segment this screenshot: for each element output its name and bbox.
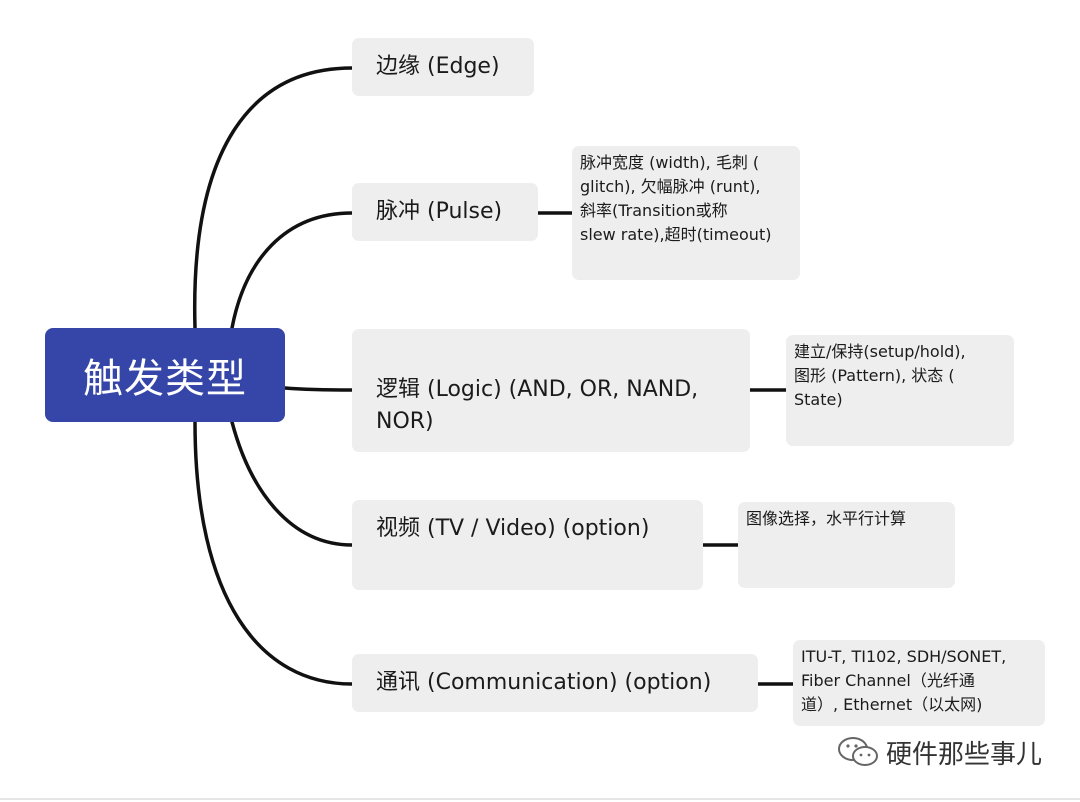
node-video: 视频 (TV / Video) (option)	[352, 500, 703, 590]
node-edge-label: 边缘 (Edge)	[376, 54, 500, 79]
detail-communication: ITU-T, TI102, SDH/SONET, Fiber Channel（光…	[793, 640, 1045, 726]
connector-root-logic	[283, 386, 354, 392]
watermark-text: 硬件那些事儿	[886, 739, 1043, 770]
root-node-label: 触发类型	[83, 356, 247, 402]
node-pulse-label: 脉冲 (Pulse)	[376, 199, 503, 224]
watermark: 硬件那些事儿	[836, 730, 1042, 774]
node-logic: 逻辑 (Logic) (AND, OR, NAND, NOR)	[352, 329, 750, 452]
node-video-label: 视频 (TV / Video) (option)	[376, 516, 650, 541]
wechat-icon	[838, 737, 878, 766]
node-edge: 边缘 (Edge)	[352, 38, 534, 96]
node-logic-label: 逻辑 (Logic) (AND, OR, NAND, NOR)	[376, 377, 699, 434]
connector-root-edge	[192, 66, 354, 330]
connector-root-communication	[193, 420, 354, 686]
detail-video: 图像选择，水平行计算	[738, 502, 955, 588]
node-communication-label: 通讯 (Communication) (option)	[376, 670, 712, 695]
node-pulse: 脉冲 (Pulse)	[352, 183, 538, 241]
connector-root-video	[230, 420, 354, 547]
node-communication: 通讯 (Communication) (option)	[352, 654, 758, 712]
detail-pulse: 脉冲宽度 (width), 毛刺 ( glitch), 欠幅脉冲 (runt),…	[572, 146, 800, 280]
detail-logic: 建立/保持(setup/hold), 图形 (Pattern), 状态 ( St…	[786, 335, 1014, 446]
bottom-divider	[0, 798, 1080, 800]
connector-root-pulse	[230, 211, 354, 330]
root-node-trigger-types: 触发类型	[45, 328, 285, 422]
